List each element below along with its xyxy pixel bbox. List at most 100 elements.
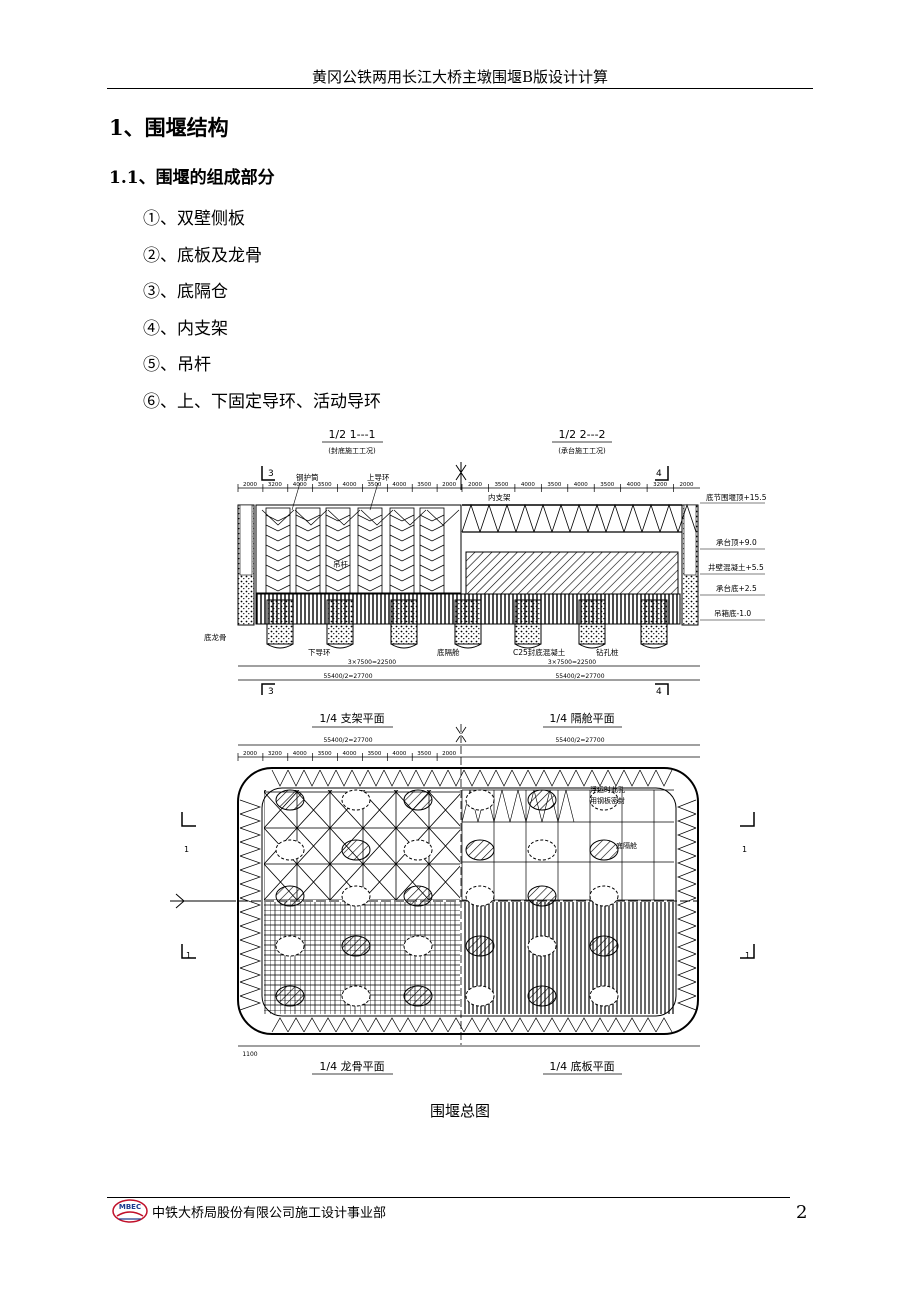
plan-title-keel: 1/4 龙骨平面 [319,1060,384,1073]
pile-hole [527,789,557,811]
plan-section-marks: 1 1 1 1 [170,812,755,960]
pile-cap-concrete [465,551,679,595]
pile-hole [341,789,371,811]
dim-3bay-right: 3×7500=22500 [548,659,596,666]
pile-hole [465,789,495,811]
dim-label: 4000 [521,482,535,488]
pile-hole [275,935,305,957]
pile-hole [403,985,433,1007]
plan-title-bottom-plate: 1/4 底板平面 [549,1059,614,1073]
label-bored-pile: 钻孔桩 [596,647,619,657]
list-item: ⑤、吊杆 [143,355,211,375]
dim-label: 2000 [243,751,257,757]
dim-label: 2000 [680,482,694,488]
dim-label: 4000 [293,751,307,757]
dim-label: 3500 [600,482,614,488]
plan-title-support: 1/4 支架平面 [319,712,384,725]
pile-hole [341,935,371,957]
label-hanger: 吊杆 [333,559,348,569]
pile-hole [275,985,305,1007]
dim-label: 4000 [392,751,406,757]
label-inner-support: 内支架 [488,492,511,502]
dim-label: 4000 [343,751,357,757]
label-cap-bottom: 承台底+2.5 [716,583,757,593]
label-bottom-bulkhead: 底隔舱 [437,647,460,657]
bored-piles [266,599,668,649]
pile [578,599,606,645]
figure-caption: 围堰总图 [429,1102,490,1120]
pile-hole [527,885,557,907]
label-cap-top: 承台顶+9.0 [716,537,757,547]
pile-holes [275,789,619,1007]
pile [640,599,668,645]
cofferdam-drawing: 1/2 1---1 (封底施工工况) 1/2 2---2 (承台施工工况) 3 … [170,428,767,1075]
svg-text:1: 1 [745,951,750,960]
list-item: ④、内支架 [143,318,228,339]
list-item: ③、底隔仓 [143,282,228,302]
pile [390,599,418,645]
mbec-logo: MBEC [112,1199,148,1223]
pile-hole [465,935,495,957]
dim-label: 3200 [268,482,282,488]
dim-label: 3500 [547,482,561,488]
dim-label: 3500 [494,482,508,488]
elev-right-subtitle: (承台施工工况) [558,446,606,455]
pile-hole [589,839,619,861]
pile-hole [527,935,557,957]
elev-left-subtitle: (封底施工工况) [328,446,376,455]
pile [514,599,542,645]
plan-inner-wall [261,787,677,1017]
pile [326,599,354,645]
pile-hole [589,789,619,811]
pile-hole [589,985,619,1007]
svg-text:1: 1 [186,951,191,960]
parts-list: ①、双壁侧板 ②、底板及龙骨 ③、底隔仓 ④、内支架 ⑤、吊杆 ⑥、上、下固定导… [143,207,381,426]
label-float-hole-2: 用钢板密封 [590,796,625,805]
label-float-hole: 浮运时此孔 [590,785,625,794]
dim-label: 3500 [318,482,332,488]
dim-label: 4000 [343,482,357,488]
pile-hole [403,839,433,861]
pile-hole [589,885,619,907]
dim-label: 2000 [442,482,456,488]
pile-hole [465,885,495,907]
list-item: ①、双壁侧板 [143,209,245,229]
pile [266,599,294,645]
footer-organization: 中铁大桥局股份有限公司施工设计事业部 [152,1206,387,1221]
label-bottom-keel: 底龙骨 [204,632,227,642]
label-steel-casing: 钢护筒 [296,472,319,482]
pile-hole [465,839,495,861]
header-rule [107,88,813,89]
centerline-symbol-plan [455,724,467,1045]
pile-hole [341,985,371,1007]
dim-label: 3500 [417,751,431,757]
label-cofferdam-top: 底节围堰顶+15.5 [706,492,767,502]
dim-label: 4000 [574,482,588,488]
dim-label: 2000 [243,482,257,488]
dim-label: 4000 [627,482,641,488]
pile-hole [465,985,495,1007]
plan-dim-half-left: 55400/2=27700 [323,737,372,744]
section-mark-3-top: 3 [261,466,275,481]
section-mark-4-top: 4 [655,466,669,481]
subsection-title: 1.1、围堰的组成部分 [109,168,275,188]
pile-hole [275,839,305,861]
label-upper-guide-ring: 上导环 [367,473,390,482]
label-lower-guide-ring: 下导环 [308,648,331,657]
dim-label: 4000 [392,482,406,488]
svg-text:1: 1 [184,845,189,854]
elev-left-title: 1/2 1---1 [328,428,375,441]
dim-half-span-right: 55400/2=27700 [555,673,604,680]
pile-hole [275,789,305,811]
list-item: ⑥、上、下固定导环、活动导环 [143,391,381,412]
dim-3bay-left: 3×7500=22500 [348,659,396,666]
dim-label: 2000 [468,482,482,488]
label-bulkhead-plan: 底隔舱 [616,841,637,850]
elev-right-title: 1/2 2---2 [558,428,605,441]
plan-title-bulkhead: 1/4 隔舱平面 [549,711,614,725]
dim-label: 2000 [442,751,456,757]
section-mark-3-bottom: 3 [261,683,275,697]
pile-hole [341,839,371,861]
pile-hole [275,885,305,907]
label-box-bottom: 吊箱底-1.0 [714,608,751,618]
